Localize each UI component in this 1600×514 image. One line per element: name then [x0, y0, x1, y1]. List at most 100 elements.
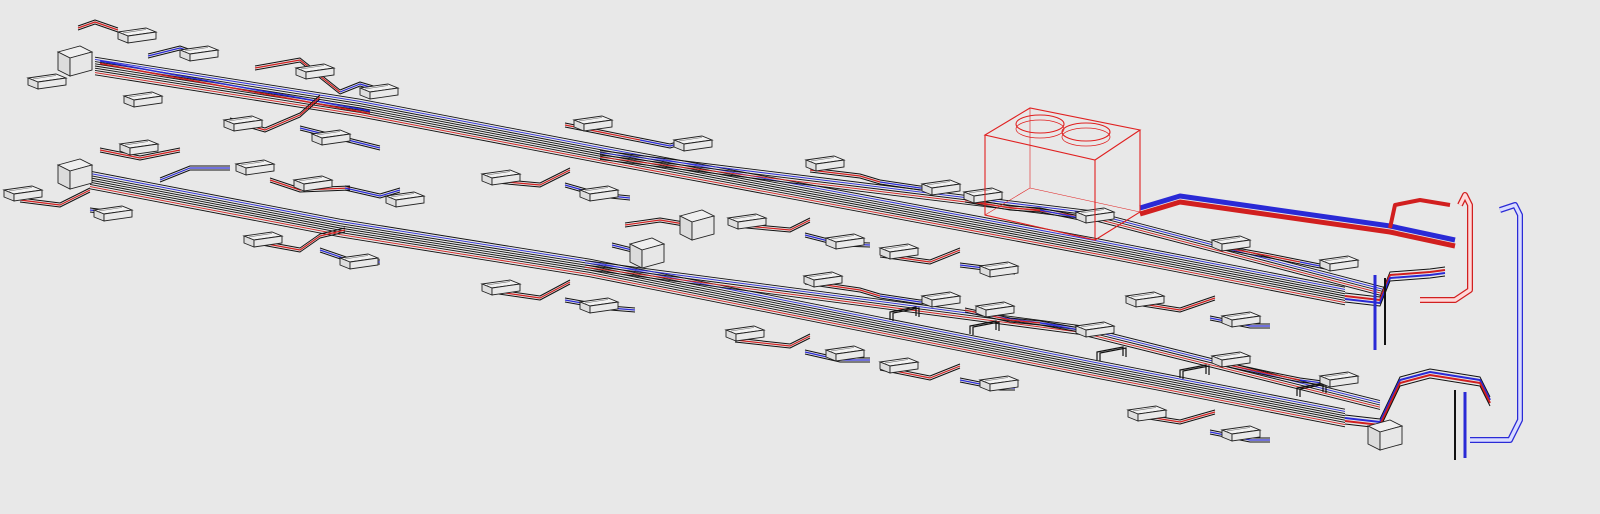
upper-bundle-end — [1344, 266, 1446, 307]
cassette-unit-icon[interactable] — [572, 115, 614, 132]
pipe-line — [89, 188, 1346, 428]
pipe-line — [94, 67, 1346, 299]
pipe-line — [564, 126, 641, 143]
top-left-run — [99, 60, 371, 115]
cassette-unit-icon[interactable] — [578, 185, 620, 202]
cassette-unit-icon[interactable] — [118, 139, 160, 156]
pipe-line — [77, 19, 119, 29]
branch-box-icon[interactable] — [628, 237, 666, 269]
branch-box-icon[interactable] — [1366, 419, 1404, 451]
pipe-line — [1139, 193, 1456, 243]
pipe-line — [77, 21, 119, 31]
cassette-unit-icon[interactable] — [672, 135, 714, 152]
cassette-unit-icon[interactable] — [824, 345, 866, 362]
cassette-unit-icon[interactable] — [1124, 291, 1166, 308]
cassette-unit-icon[interactable] — [480, 279, 522, 296]
pipe-line — [77, 23, 119, 33]
indoor-units — [2, 27, 1404, 451]
cassette-unit-icon[interactable] — [978, 375, 1020, 392]
pipe-line — [1039, 211, 1081, 221]
pipe-line — [1420, 192, 1473, 303]
cassette-unit-icon[interactable] — [2, 185, 44, 202]
cassette-unit-icon[interactable] — [242, 231, 284, 248]
pipe-line — [254, 57, 341, 91]
cassette-unit-icon[interactable] — [802, 271, 844, 288]
pipe-expansion-loop — [969, 320, 1000, 335]
cassette-unit-icon[interactable] — [1210, 235, 1252, 252]
pipe-line — [99, 151, 181, 161]
pipe-line — [809, 167, 881, 181]
cassette-unit-icon[interactable] — [234, 159, 276, 176]
cassette-unit-icon[interactable] — [294, 63, 336, 80]
pipe-line — [1139, 199, 1456, 249]
cassette-unit-icon[interactable] — [384, 191, 426, 208]
cassette-unit-icon[interactable] — [804, 155, 846, 172]
branch-box-icon[interactable] — [56, 45, 94, 77]
pipe-line — [1344, 266, 1446, 298]
pipe-line — [94, 74, 1346, 306]
riser-supply — [1420, 192, 1473, 303]
cassette-unit-icon[interactable] — [338, 253, 380, 270]
pipe-line — [484, 283, 571, 301]
cassette-unit-icon[interactable] — [878, 357, 920, 374]
cassette-unit-icon[interactable] — [358, 83, 400, 100]
cassette-unit-icon[interactable] — [1318, 255, 1360, 272]
cassette-unit-icon[interactable] — [480, 169, 522, 186]
header-run — [1139, 193, 1456, 249]
branch-box-icon[interactable] — [56, 158, 94, 190]
branch-pipe — [1039, 207, 1081, 221]
pipe-line — [964, 201, 1041, 213]
cassette-unit-icon[interactable] — [978, 261, 1020, 278]
outdoor-unit-icon[interactable] — [983, 107, 1142, 241]
pipe-line — [1039, 209, 1081, 219]
cassette-unit-icon[interactable] — [1210, 351, 1252, 368]
pipe-line — [94, 65, 1346, 297]
cassette-unit-icon[interactable] — [310, 129, 352, 146]
riser-return — [1470, 202, 1523, 443]
cassette-unit-icon[interactable] — [26, 73, 68, 90]
cassette-unit-icon[interactable] — [1126, 405, 1168, 422]
cassette-unit-icon[interactable] — [1318, 371, 1360, 388]
pipe-line — [964, 311, 1041, 326]
pipe-line — [734, 335, 811, 347]
cassette-unit-icon[interactable] — [974, 301, 1016, 318]
pipe-line — [879, 251, 961, 265]
pipe-line — [1344, 269, 1446, 301]
cassette-unit-icon[interactable] — [920, 179, 962, 196]
pipe-line — [809, 171, 881, 185]
cassette-unit-icon[interactable] — [920, 291, 962, 308]
cassette-unit-icon[interactable] — [726, 213, 768, 230]
cassette-unit-icon[interactable] — [116, 27, 158, 44]
cassette-unit-icon[interactable] — [1220, 311, 1262, 328]
pipe-line — [344, 187, 401, 197]
cassette-unit-icon[interactable] — [1220, 425, 1262, 442]
cassette-unit-icon[interactable] — [92, 205, 134, 222]
branch-pipe — [77, 19, 119, 33]
cassette-unit-icon[interactable] — [222, 115, 264, 132]
cassette-unit-icon[interactable] — [292, 175, 334, 192]
pipe-line — [94, 61, 1346, 293]
pipe-line — [1344, 371, 1491, 423]
main-trunk-upper — [94, 56, 1346, 306]
pipe-line — [804, 353, 870, 363]
cassette-unit-icon[interactable] — [824, 233, 866, 250]
pipe-line — [254, 61, 341, 95]
pipe-line — [344, 189, 401, 199]
cassette-unit-icon[interactable] — [1074, 321, 1116, 338]
cassette-unit-icon[interactable] — [878, 243, 920, 260]
cassette-unit-icon[interactable] — [962, 187, 1004, 204]
cassette-unit-icon[interactable] — [122, 91, 164, 108]
pipe-line — [159, 169, 230, 183]
pipe-line — [99, 60, 371, 112]
branch-pipe — [254, 57, 341, 95]
cassette-unit-icon[interactable] — [178, 45, 220, 62]
branch-pipe — [809, 167, 881, 185]
branch-box-icon[interactable] — [678, 209, 716, 241]
cassette-unit-icon[interactable] — [578, 297, 620, 314]
pipe-line — [94, 56, 1346, 288]
cassette-unit-icon[interactable] — [724, 325, 766, 342]
pipe-expansion-loop — [1296, 382, 1327, 397]
pipe-line — [99, 62, 371, 115]
